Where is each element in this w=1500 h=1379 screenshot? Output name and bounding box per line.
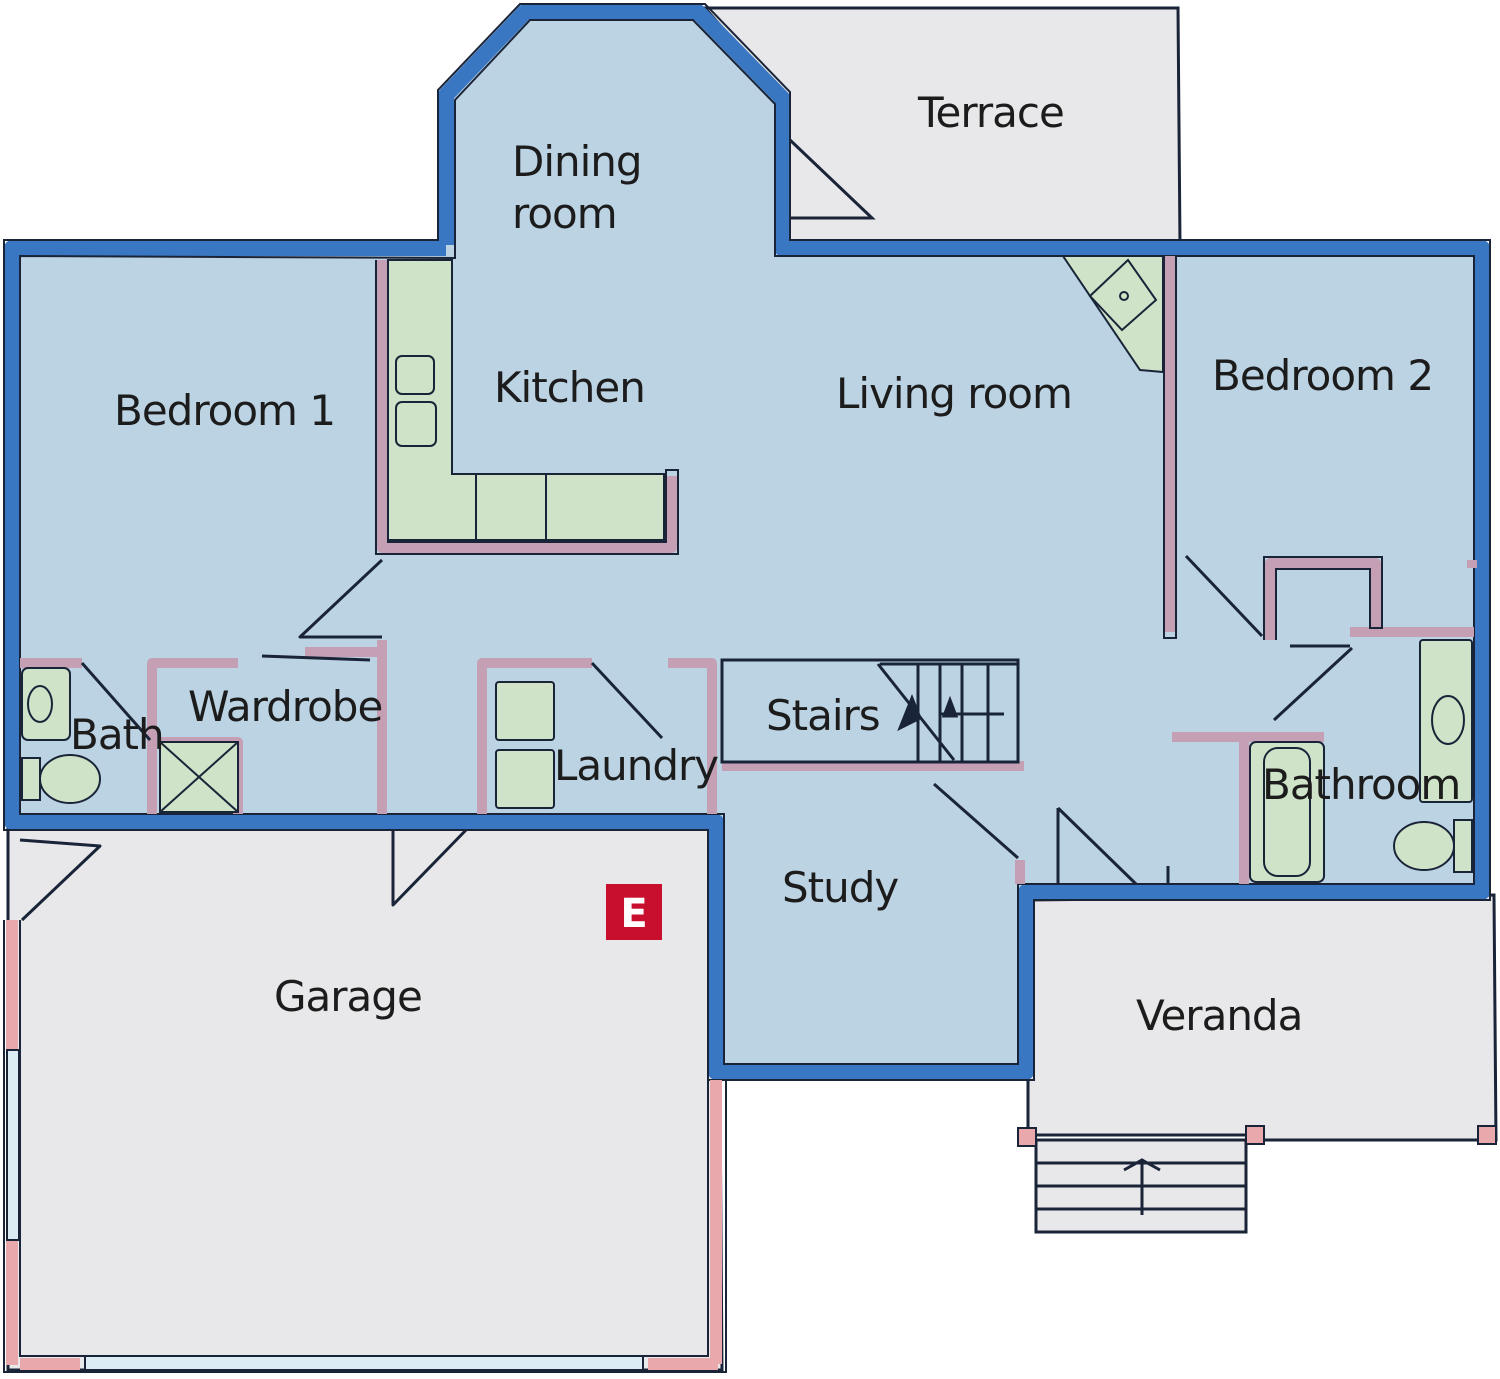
dining-room-label-line1: Dining	[512, 137, 642, 186]
dining-room-label-line2: room	[512, 189, 617, 238]
bath-label: Bath	[70, 710, 164, 759]
garage-side-door	[19, 838, 102, 922]
wardrobe-door	[261, 654, 371, 662]
bathroom-vanity	[1419, 639, 1473, 803]
exterior-walls	[4, 4, 1490, 1080]
garage-windows	[6, 1049, 644, 1371]
terrace-door	[788, 138, 876, 220]
veranda-posts	[1017, 1125, 1497, 1147]
fireplace-insert	[1088, 258, 1158, 332]
garage-walls	[6, 920, 722, 1370]
laundry-tub	[495, 681, 555, 741]
garage-entry-door	[391, 828, 468, 907]
entrance-badge: E	[606, 884, 662, 940]
living-room-label: Living room	[836, 369, 1072, 418]
bath-door	[80, 662, 152, 741]
terrace-label: Terrace	[917, 88, 1064, 137]
entrance-badge-text: E	[620, 891, 647, 937]
stairs-block	[720, 658, 1020, 764]
interior-walls	[20, 256, 1477, 884]
stairs-label: Stairs	[766, 691, 880, 740]
bath-tub-fixture	[21, 667, 71, 741]
garage-wall-outline	[3, 920, 727, 1373]
bedroom2-label: Bedroom 2	[1212, 351, 1433, 400]
study-label: Study	[782, 863, 898, 912]
veranda-door	[1056, 806, 1138, 886]
bathroom-toilet	[1453, 819, 1473, 873]
sink-bottom	[395, 401, 437, 447]
door-swings	[19, 554, 1354, 922]
veranda-steps-detail	[1036, 1158, 1246, 1215]
veranda-label: Veranda	[1136, 991, 1302, 1040]
bath-toilet	[21, 757, 41, 801]
bedroom2-door	[1184, 554, 1264, 638]
kitchen-label: Kitchen	[494, 363, 645, 412]
bathroom-door	[1272, 646, 1354, 722]
bedroom1-label: Bedroom 1	[114, 386, 335, 435]
bathroom-label: Bathroom	[1262, 760, 1460, 809]
laundry-door	[590, 661, 664, 740]
study-door	[933, 782, 1019, 860]
room-labels: Terrace Dining room Bedroom 1 Kitchen Li…	[70, 88, 1461, 1040]
bedroom1-door	[298, 558, 384, 639]
exterior-wall-outlines	[3, 3, 1491, 1081]
kitchen-counter	[387, 259, 665, 541]
wardrobe-label: Wardrobe	[188, 682, 382, 731]
bathroom-bath	[1249, 741, 1325, 883]
sink-top	[395, 355, 435, 395]
interior-wall-outlines	[375, 256, 1383, 640]
laundry-machine	[495, 749, 555, 809]
fixtures	[21, 255, 1473, 883]
garage-label: Garage	[274, 972, 422, 1021]
laundry-label: Laundry	[554, 741, 718, 790]
fireplace	[1061, 255, 1164, 374]
